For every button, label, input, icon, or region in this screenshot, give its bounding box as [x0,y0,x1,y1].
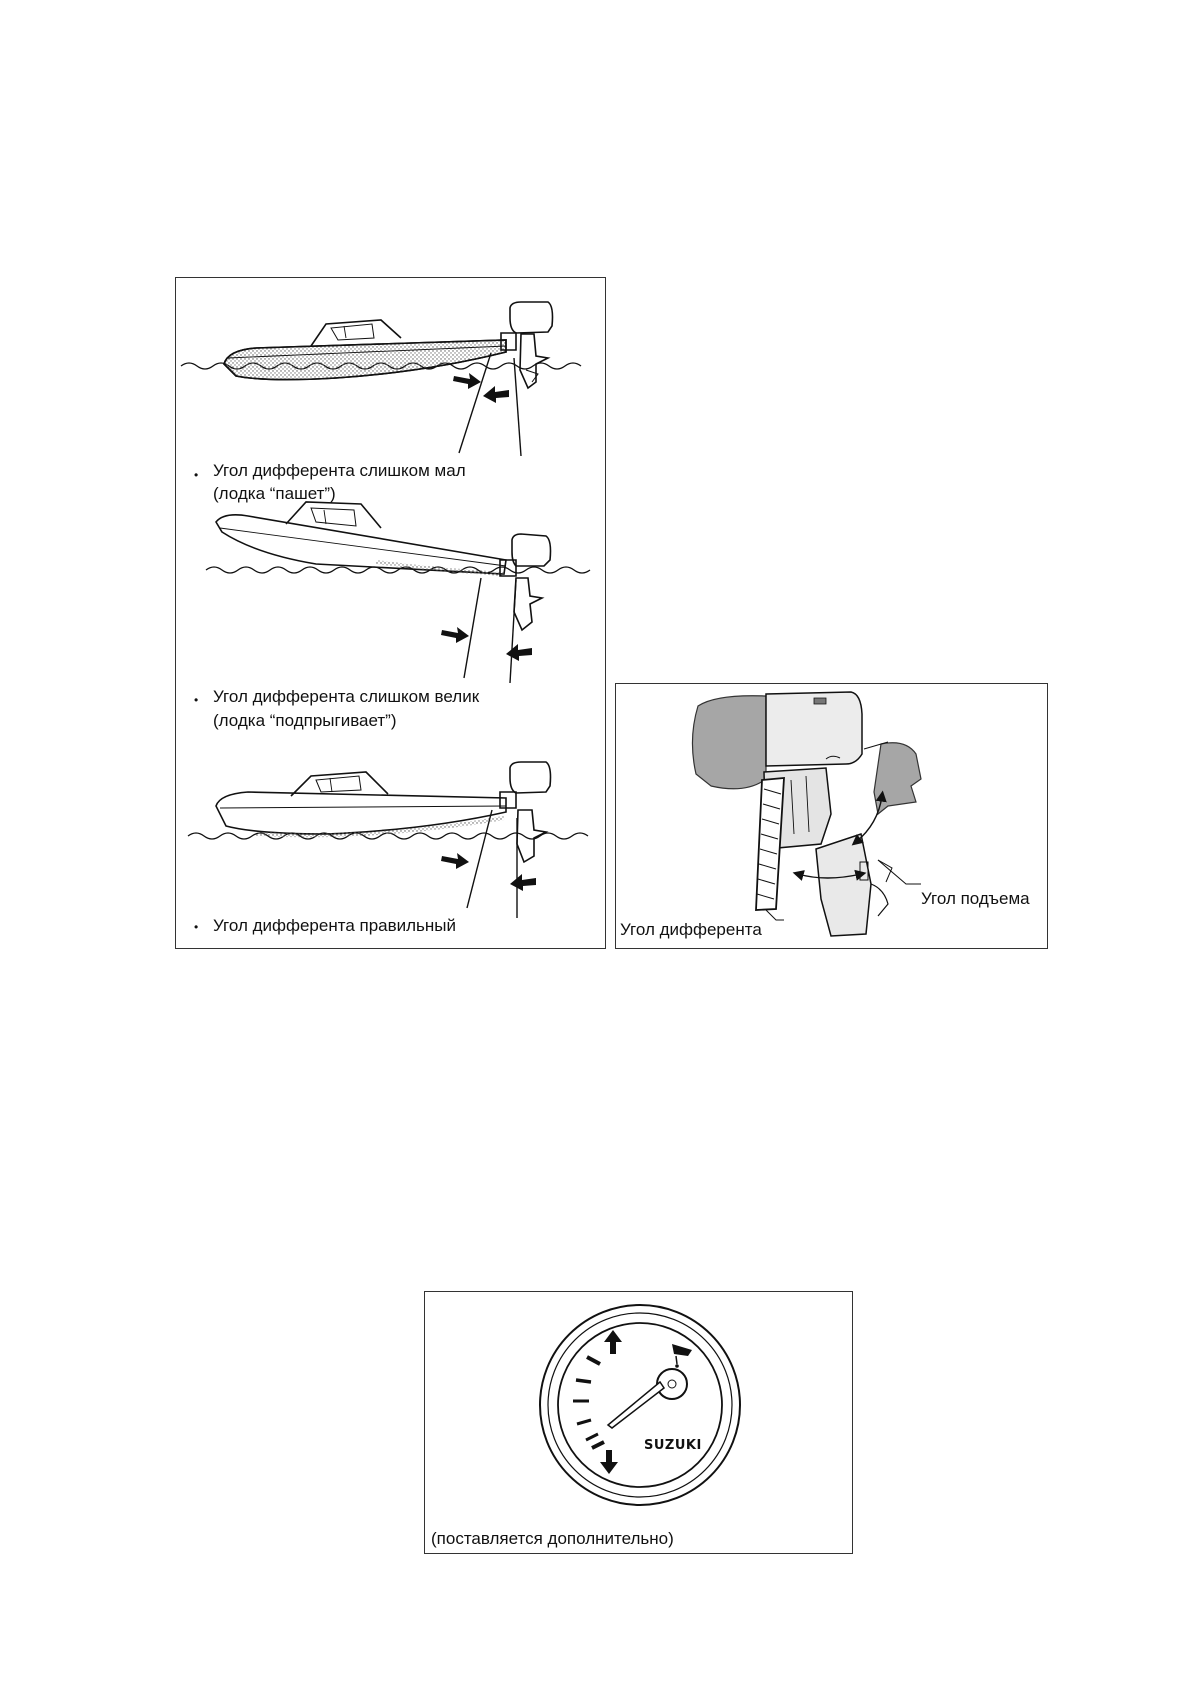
boat-bow-low-illustration [180,301,582,457]
lift-angle-label: Угол подъема [921,889,1030,908]
trim-examples-drawing [180,301,591,918]
suzuki-brand-text: SUZUKI [644,1438,702,1453]
caption-trim-too-small-note: (лодка “пашет”) [213,484,336,503]
boat-correct-trim-illustration [187,761,589,918]
caption-trim-too-large: Угол дифферента слишком велик [213,687,480,706]
engine-angles-figure: Угол подъема Угол дифферента [615,683,1048,949]
caption-trim-correct: Угол дифферента правильный [213,916,457,935]
bullet-marker: • [194,920,199,934]
bullet-marker: • [194,693,199,707]
caption-trim-too-small: Угол дифферента слишком мал [213,461,466,480]
trim-angle-label: Угол дифферента [620,920,762,939]
engine-angles-drawing [691,691,922,937]
gauge-caption: (поставляется дополнительно) [431,1529,674,1548]
trim-gauge-drawing [539,1304,741,1506]
trim-gauge-figure: SUZUKI (поставляется дополнительно) [424,1291,853,1554]
boat-bow-high-illustration [205,501,591,684]
caption-trim-too-large-note: (лодка “подпрыгивает”) [213,711,397,730]
bullet-marker: • [194,468,199,482]
trim-examples-figure: • Угол дифферента слишком мал (лодка “па… [175,277,606,949]
